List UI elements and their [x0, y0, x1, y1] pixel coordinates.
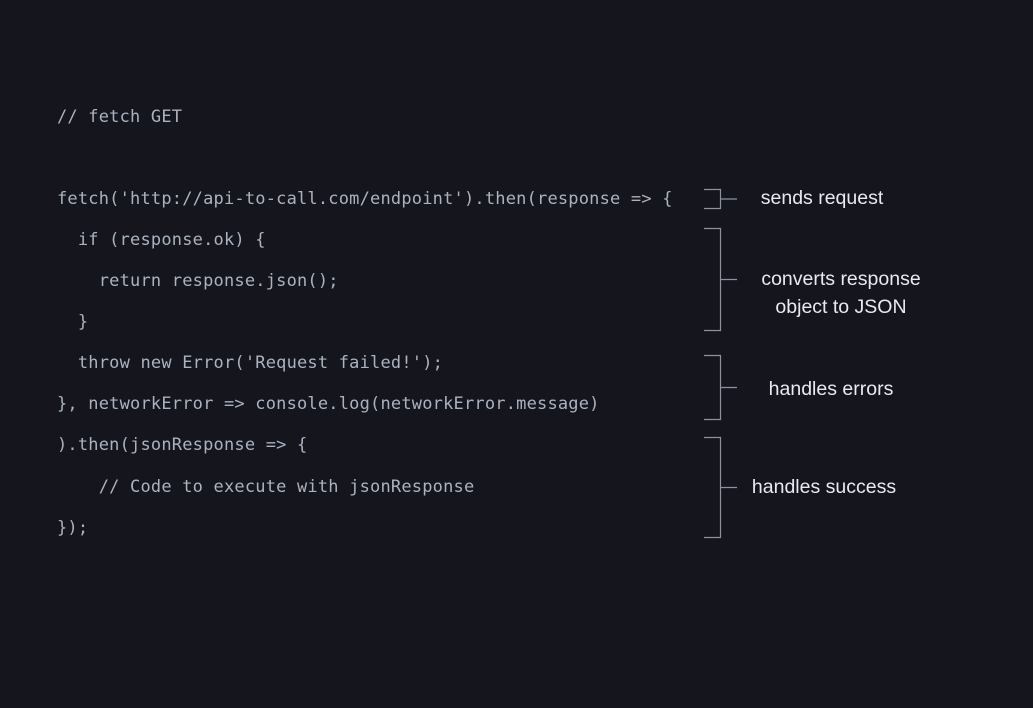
code-line-close-if: } — [57, 312, 89, 332]
code-line-throw-error: throw new Error('Request failed!'); — [57, 353, 444, 373]
annotation-converts-response-line1: converts response — [761, 268, 921, 290]
bracket-converts-response — [704, 227, 737, 332]
bracket-handles-errors — [704, 354, 737, 421]
annotation-handles-success: handles success — [751, 476, 897, 498]
code-line-return-json: return response.json(); — [57, 271, 339, 291]
code-line-fetch: fetch('http://api-to-call.com/endpoint')… — [57, 189, 673, 209]
code-comment-fetch-get: // fetch GET — [57, 107, 183, 127]
code-line-network-error: }, networkError => console.log(networkEr… — [57, 394, 600, 414]
code-line-comment-execute: // Code to execute with jsonResponse — [57, 477, 475, 497]
annotation-handles-errors: handles errors — [768, 378, 894, 400]
annotation-converts-response-line2: object to JSON — [775, 296, 907, 318]
code-line-close: }); — [57, 518, 89, 538]
code-line-if-ok: if (response.ok) { — [57, 230, 266, 250]
annotation-sends-request: sends request — [760, 187, 884, 209]
bracket-handles-success — [704, 436, 737, 539]
bracket-sends-request — [704, 188, 737, 210]
code-line-then-json: ).then(jsonResponse => { — [57, 435, 308, 455]
